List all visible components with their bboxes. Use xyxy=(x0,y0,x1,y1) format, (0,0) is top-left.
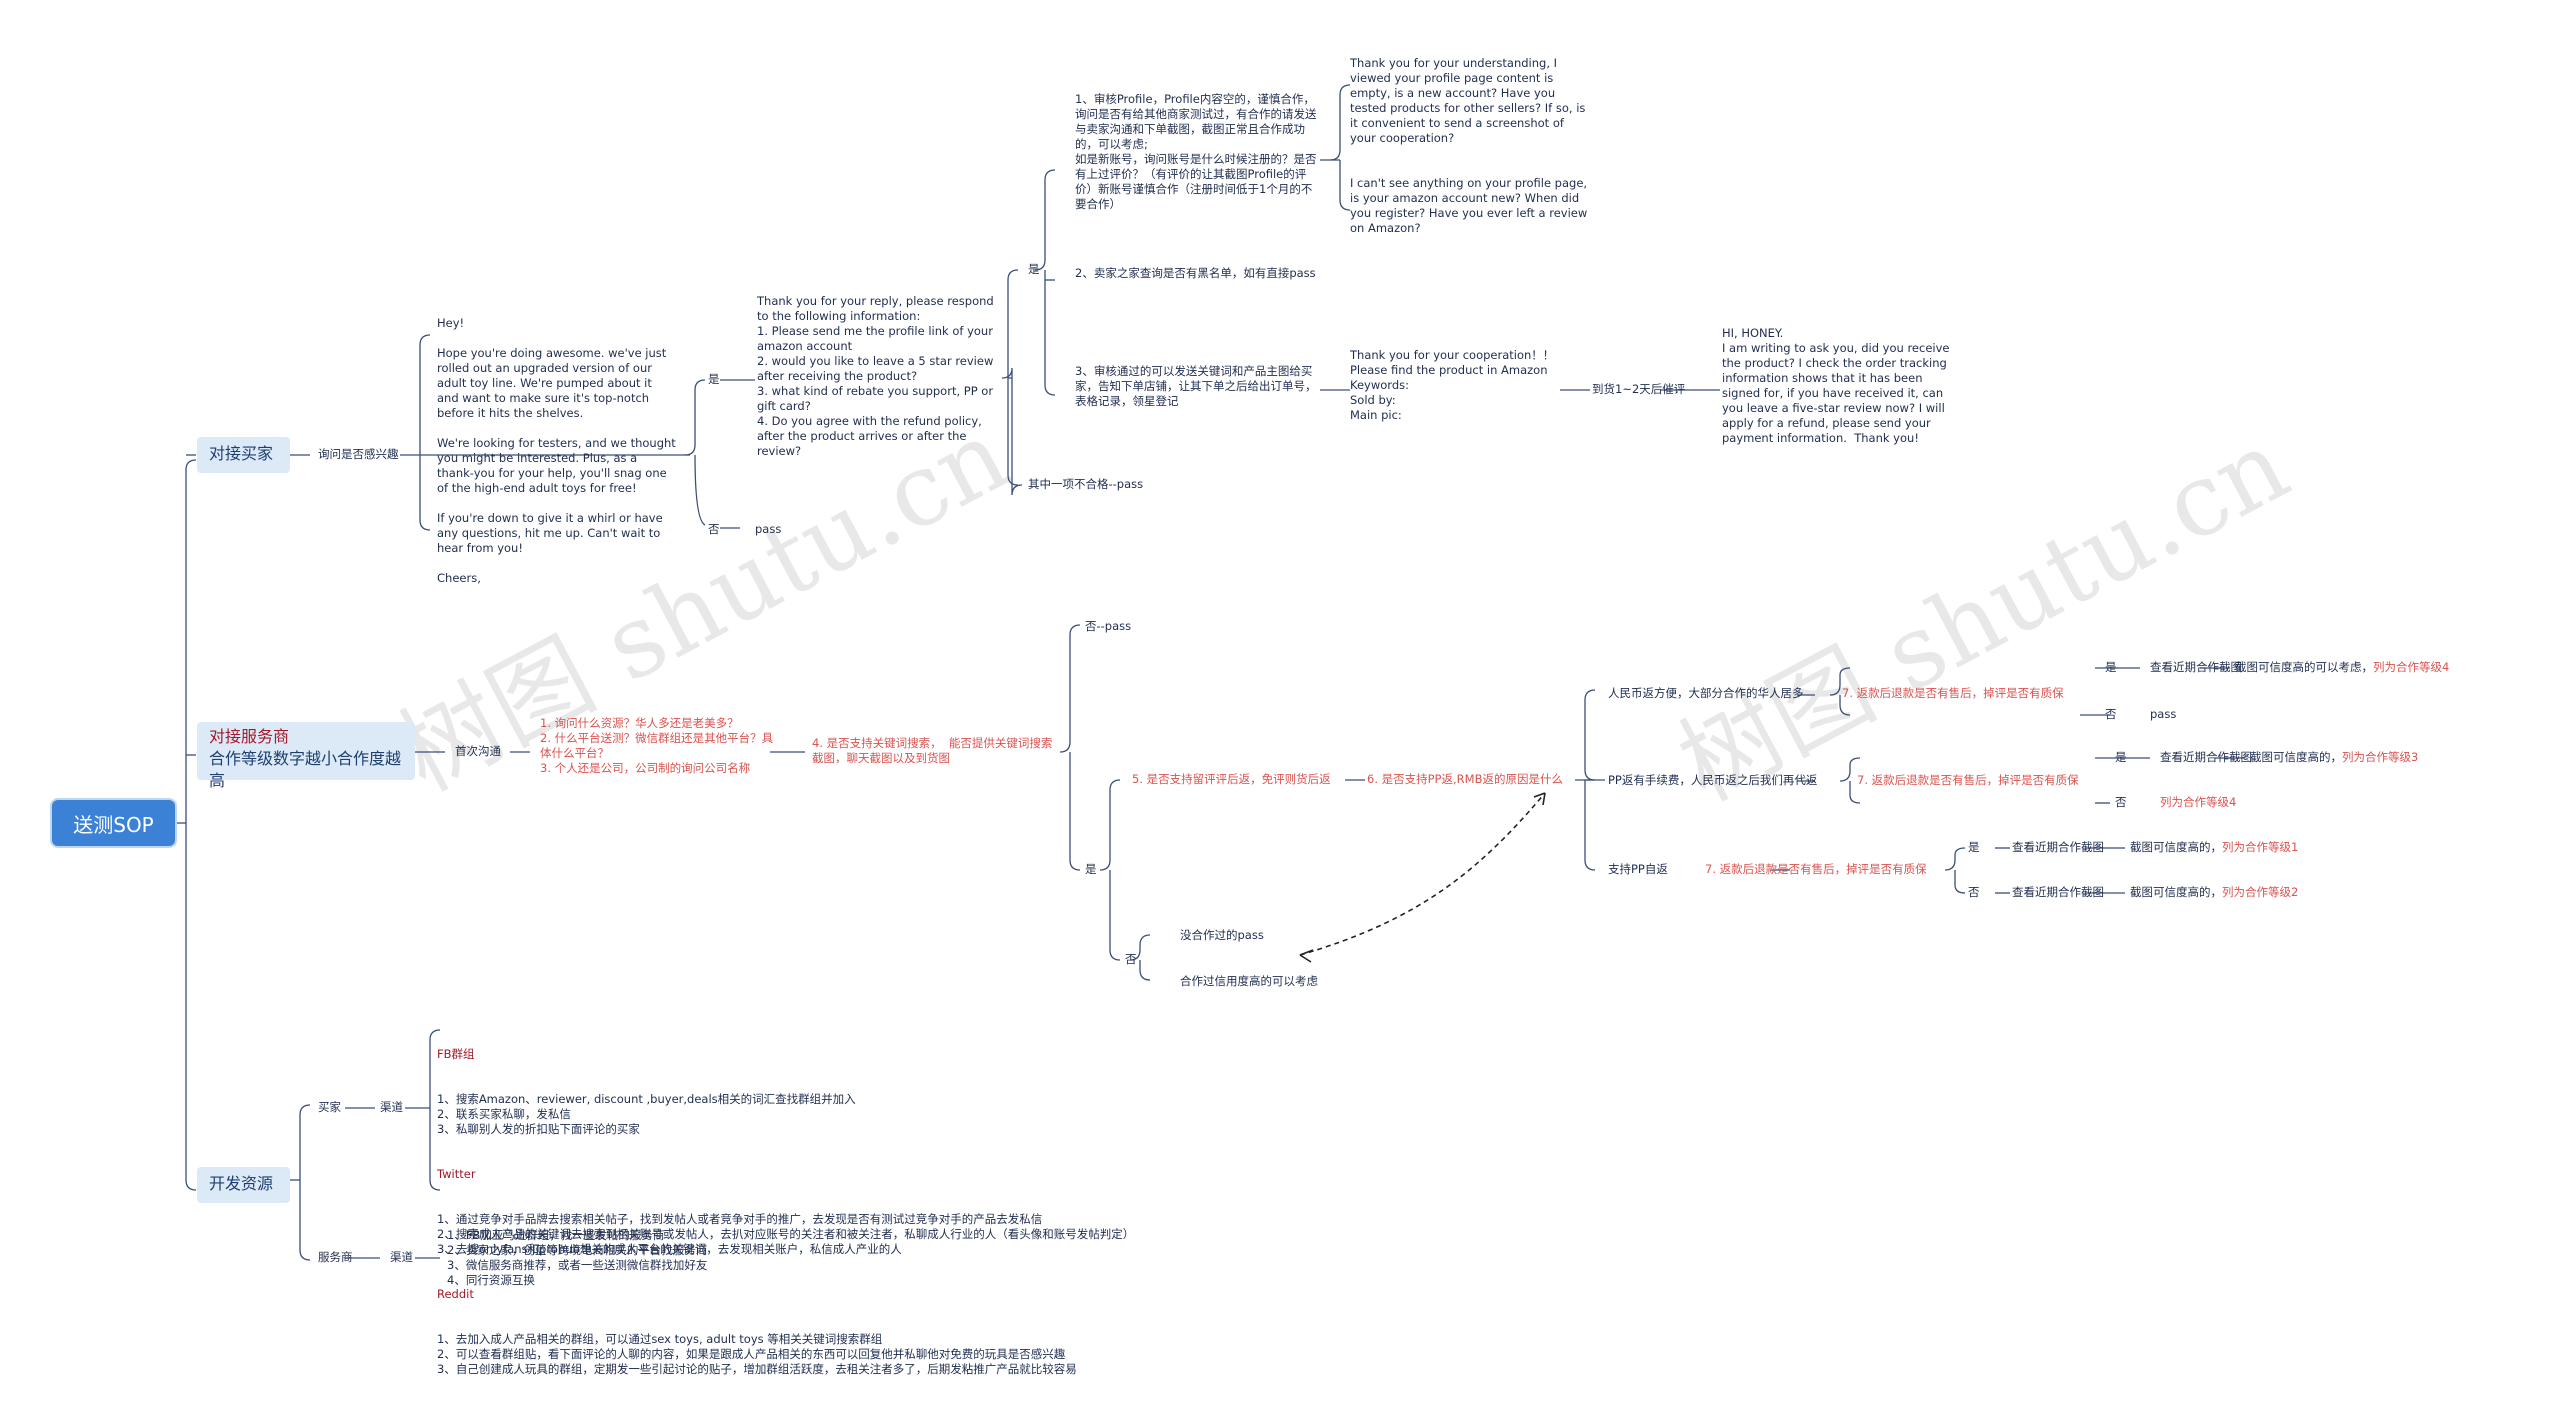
node-check-recent-a[interactable]: 查看近期合作截图 xyxy=(2150,660,2242,674)
credible-text: 截图可信度高的， xyxy=(2130,885,2222,899)
branch-resources[interactable]: 开发资源 xyxy=(197,1167,290,1203)
level-text: 列为合作等级1 xyxy=(2222,840,2299,854)
node-q7-c[interactable]: 7. 返款后退款是否有售后，掉评是否有质保 xyxy=(1705,862,1927,876)
node-review-reminder[interactable]: 到货1~2天后催评 xyxy=(1592,382,1686,396)
node-res-buyer-channel[interactable]: 渠道 xyxy=(380,1100,403,1114)
node-check-profile[interactable]: 1、审核Profile，Profile内容空的，谨慎合作，询问是否有给其他商家测… xyxy=(1075,92,1317,211)
node-ask-interest[interactable]: 询问是否感兴趣 xyxy=(318,447,399,461)
node-pass-a[interactable]: pass xyxy=(2150,707,2177,721)
node-coop-credible[interactable]: 合作过信用度高的可以考虑 xyxy=(1180,974,1318,988)
reddit-title: Reddit xyxy=(437,1287,474,1301)
node-no[interactable]: 否 xyxy=(1125,952,1137,966)
node-pass[interactable]: pass xyxy=(755,522,782,536)
branch-service-title: 对接服务商 xyxy=(209,727,290,746)
node-level3-credible[interactable]: 截图可信度高的，列为合作等级3 xyxy=(2250,750,2418,765)
node-no-b[interactable]: 否 xyxy=(2115,795,2127,809)
node-rmb-return[interactable]: 人民币返方便，大部分合作的华人居多 xyxy=(1608,686,1804,700)
node-check-recent-d[interactable]: 查看近期合作截图 xyxy=(2012,885,2104,899)
credible-text: 截图可信度高的， xyxy=(2130,840,2222,854)
credible-text: 截图可信度高的可以考虑， xyxy=(2235,660,2373,674)
node-greeting-message[interactable]: Hey! Hope you're doing awesome. we've ju… xyxy=(437,316,676,585)
level-text: 列为合作等级4 xyxy=(2373,660,2450,674)
node-honey-message[interactable]: HI, HONEY. I am writing to ask you, did … xyxy=(1722,326,1950,445)
node-yes-b[interactable]: 是 xyxy=(2115,750,2127,764)
connector-lines xyxy=(175,84,2245,1261)
node-buyer-channels[interactable]: FB群组 1、搜索Amazon、reviewer, discount ,buye… xyxy=(437,1017,1197,1407)
level-text: 列为合作等级3 xyxy=(2342,750,2419,764)
node-any-fail[interactable]: 其中一项不合格--pass xyxy=(1028,477,1144,491)
fb-title: FB群组 xyxy=(437,1047,475,1061)
node-yes-2[interactable]: 是 xyxy=(1028,262,1040,276)
node-res-buyer[interactable]: 买家 xyxy=(318,1100,341,1114)
node-q5[interactable]: 5. 是否支持留评评后返，免评则货后返 xyxy=(1132,772,1331,786)
mind-map-canvas: 树图 shutu.cn 树图 shutu.cn xyxy=(52,56,2449,1376)
node-service-channels[interactable]: 1、FB加亚马逊群组，找一些发帖的服务商 2、卖家之家，创蓝等跨境电商相关的平台… xyxy=(447,1228,708,1287)
node-first-contact[interactable]: 首次沟通 xyxy=(455,744,501,758)
node-no-coop-pass[interactable]: 没合作过的pass xyxy=(1180,928,1264,942)
level-text: 列为合作等级2 xyxy=(2222,885,2299,899)
root-node[interactable]: 送测SOP xyxy=(52,800,175,846)
node-q6[interactable]: 6. 是否支持PP返,RMB返的原因是什么 xyxy=(1367,772,1563,786)
node-profile-reply-a[interactable]: Thank you for your understanding, I view… xyxy=(1350,56,1590,145)
reddit-body: 1、去加入成人产品相关的群组，可以通过sex toys, adult toys … xyxy=(437,1332,1077,1376)
node-questions[interactable]: 1. 询问什么资源？华人多还是老美多？ 2. 什么平台送测？微信群组还是其他平台… xyxy=(540,716,774,775)
node-level4[interactable]: 列为合作等级4 xyxy=(2160,795,2237,809)
node-coop-message[interactable]: Thank you for your cooperation！！ Please … xyxy=(1350,348,1555,422)
node-res-service-channel[interactable]: 渠道 xyxy=(390,1250,413,1264)
node-profile-reply-b[interactable]: I can't see anything on your profile pag… xyxy=(1350,176,1591,235)
node-q7-a[interactable]: 7. 返款后退款是否有售后，掉评是否有质保 xyxy=(1842,686,2064,700)
node-no-c[interactable]: 否 xyxy=(1968,885,1980,899)
node-q7-b[interactable]: 7. 返款后退款是否有售后，掉评是否有质保 xyxy=(1857,773,2079,787)
node-pp-self[interactable]: 支持PP自返 xyxy=(1608,862,1668,876)
node-yes[interactable]: 是 xyxy=(708,372,720,386)
node-check-recent-b[interactable]: 查看近期合作截图 xyxy=(2160,750,2252,764)
node-reply-message[interactable]: Thank you for your reply, please respond… xyxy=(757,294,994,458)
node-check-approved[interactable]: 3、审核通过的可以发送关键词和产品主图给买家，告知下单店铺，让其下单之后给出订单… xyxy=(1075,364,1317,408)
twitter-body: 1、通过竞争对手品牌去搜索相关帖子，找到发帖人或者竞争对手的推广，去发现是否有测… xyxy=(437,1212,1135,1256)
node-res-service[interactable]: 服务商 xyxy=(318,1250,353,1264)
node-level4-credible[interactable]: 截图可信度高的可以考虑，列为合作等级4 xyxy=(2235,660,2449,675)
node-yes[interactable]: 是 xyxy=(1085,862,1097,876)
branch-service[interactable]: 对接服务商 合作等级数字越小合作度越高 xyxy=(197,722,415,790)
branch-service-subtitle: 合作等级数字越小合作度越高 xyxy=(209,749,402,790)
node-level2-credible[interactable]: 截图可信度高的，列为合作等级2 xyxy=(2130,885,2298,900)
credible-text: 截图可信度高的， xyxy=(2250,750,2342,764)
node-check-blacklist[interactable]: 2、卖家之家查询是否有黑名单，如有直接pass xyxy=(1075,266,1316,280)
node-no[interactable]: 否 xyxy=(708,522,720,536)
node-yes-a[interactable]: 是 xyxy=(2105,660,2117,674)
node-no-a[interactable]: 否 xyxy=(2105,707,2117,721)
twitter-title: Twitter xyxy=(437,1167,476,1181)
fb-body: 1、搜索Amazon、reviewer, discount ,buyer,dea… xyxy=(437,1092,856,1136)
node-no-pass[interactable]: 否--pass xyxy=(1085,619,1132,633)
branch-buyer[interactable]: 对接买家 xyxy=(197,437,290,473)
node-yes-c[interactable]: 是 xyxy=(1968,840,1980,854)
node-check-recent-c[interactable]: 查看近期合作截图 xyxy=(2012,840,2104,854)
node-pp-fee[interactable]: PP返有手续费，人民币返之后我们再代返 xyxy=(1608,773,1818,787)
node-level1-credible[interactable]: 截图可信度高的，列为合作等级1 xyxy=(2130,840,2298,855)
node-q4[interactable]: 4. 是否支持关键词搜索， 能否提供关键词搜索截图，聊天截图以及到货图 xyxy=(812,736,1053,765)
